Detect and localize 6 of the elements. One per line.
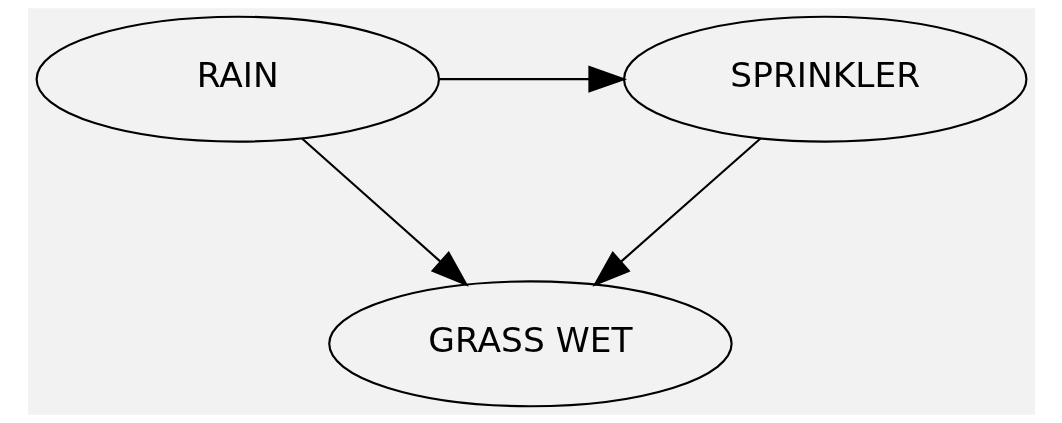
node-ellipse: SPRINKLER <box>622 15 1027 143</box>
arrow <box>592 137 761 287</box>
arrow <box>300 137 469 287</box>
node-ellipse: RAIN <box>35 15 440 143</box>
node-ellipse: GRASS WET <box>327 280 733 408</box>
arrow <box>438 65 627 93</box>
